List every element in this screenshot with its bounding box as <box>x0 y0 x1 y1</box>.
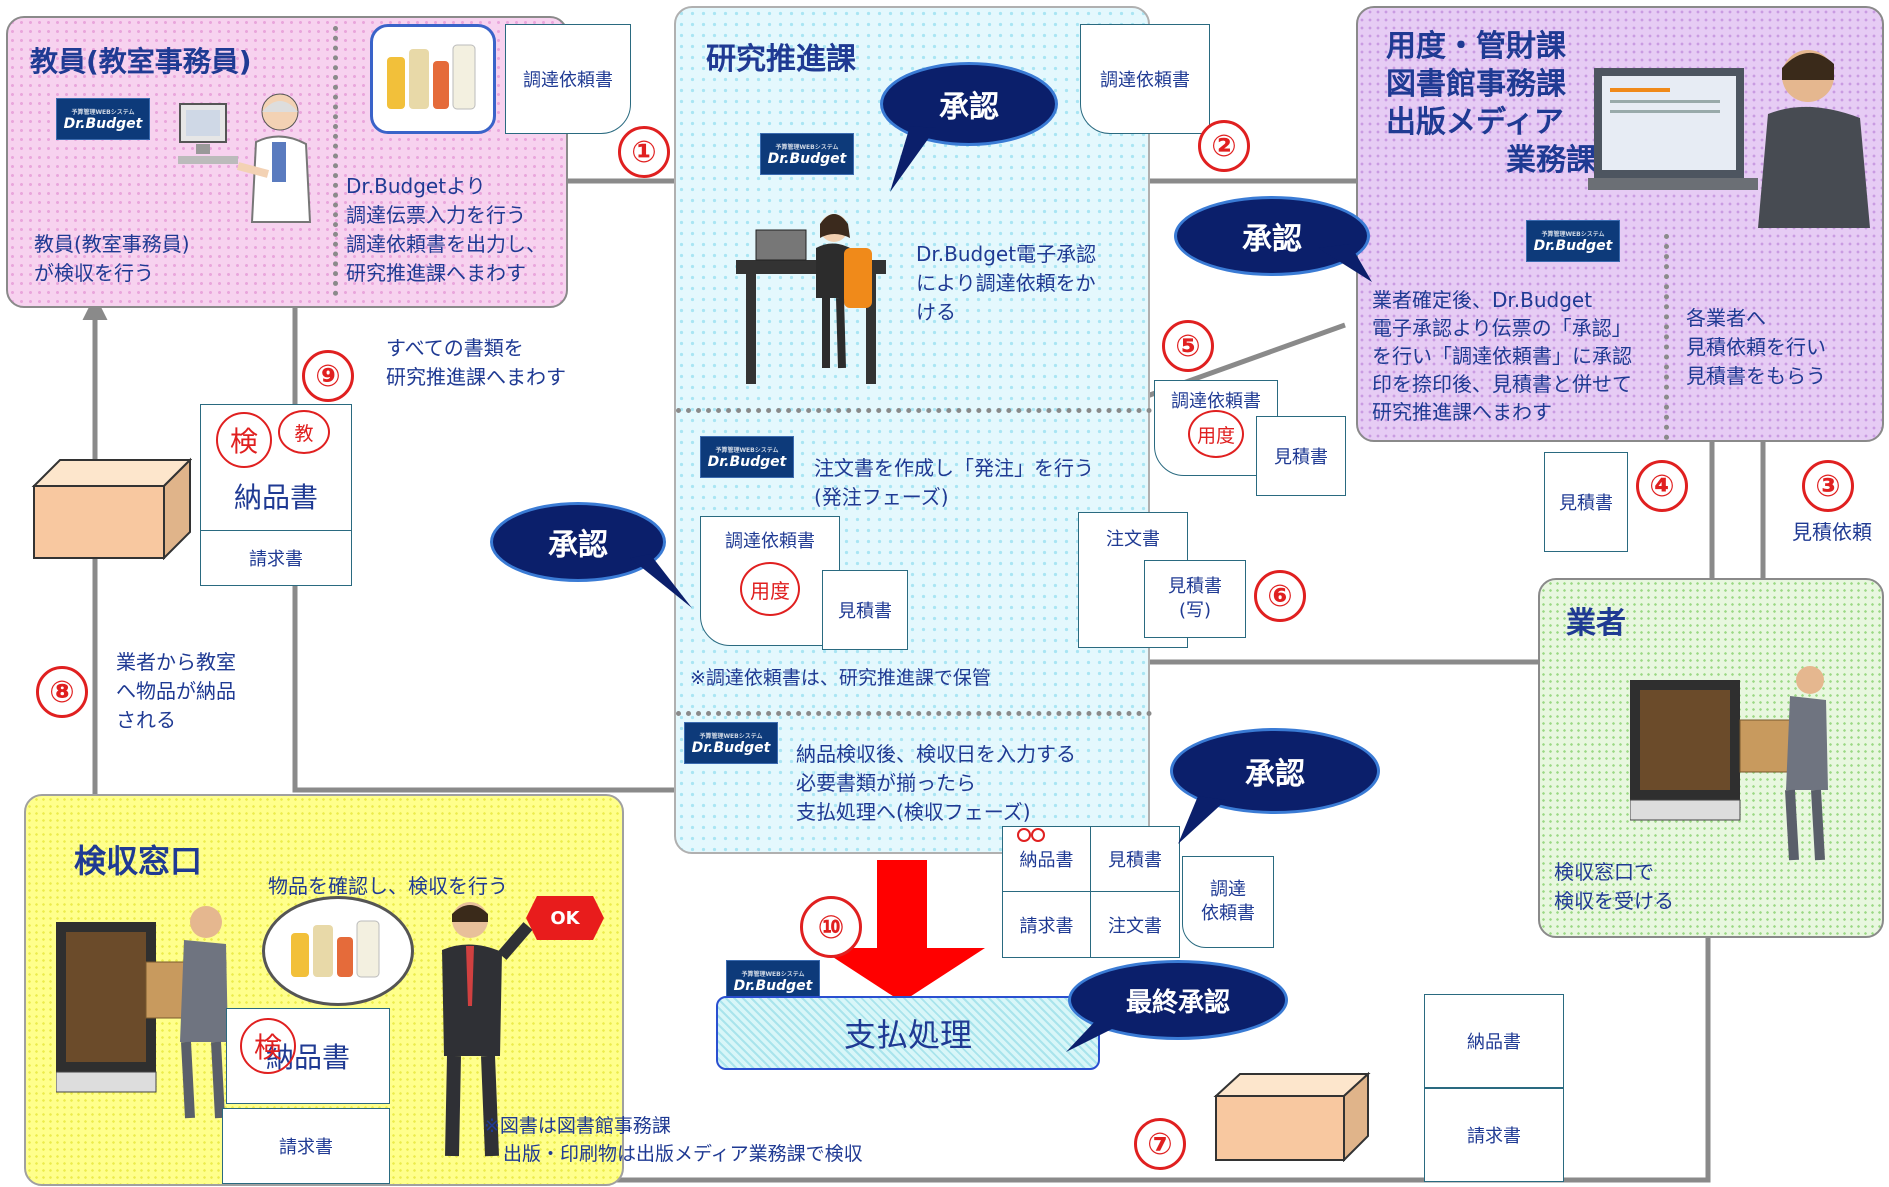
inspection-title: 検収窓口 <box>74 842 203 880</box>
delivery-truck-illustration <box>1630 666 1828 861</box>
split-request-doc: 調達 依頼書 <box>1182 856 1274 948</box>
order-estimate-doc: 見積書 <box>822 570 908 650</box>
small-stamps <box>1016 826 1050 848</box>
vendor-invoice-doc: 請求書 <box>1424 1088 1564 1182</box>
supply-divider <box>1664 234 1669 440</box>
inspection-bottles-icon <box>291 920 380 978</box>
inspection-bottles-bubble <box>262 896 414 1006</box>
step-3: ③ <box>1802 460 1854 512</box>
stamped-request-doc-label: 調達依頼書 <box>1171 391 1261 412</box>
doctor-illustration <box>178 93 312 223</box>
grid-estimate: 見積書 <box>1091 827 1179 892</box>
faculty-title: 教員(教室事務員) <box>30 45 252 78</box>
research-title: 研究推進課 <box>706 42 856 77</box>
bottles-icon <box>387 44 476 110</box>
bubble-tail-supply <box>1318 244 1372 282</box>
all-docs-label: すべての書類を 研究推進課へまわす <box>386 336 566 389</box>
inspection-truck-illustration <box>56 906 228 1119</box>
grid-delivery-note: 納品書 <box>1003 827 1091 892</box>
faculty-divider <box>333 26 338 296</box>
research-request-doc: 調達依頼書 <box>1080 24 1210 134</box>
step-10: ⑩ <box>800 896 862 958</box>
vendor-delivery-doc: 納品書 <box>1424 994 1564 1088</box>
step-6: ⑥ <box>1254 570 1306 622</box>
approval-bubble-supply: 承認 <box>1174 196 1370 276</box>
vendor-receive-text: 検収窓口で 検収を受ける <box>1554 860 1674 913</box>
inspection-invoice-doc: 請求書 <box>222 1108 390 1184</box>
ken-stamp-faculty: 検 <box>216 412 272 468</box>
research-approve-text: Dr.Budget電子承認 により調達依頼をか ける <box>916 242 1097 324</box>
stack-delivery-note: 納品書 <box>201 405 351 531</box>
grid-order: 注文書 <box>1108 915 1162 937</box>
stamped-estimate-doc: 見積書 <box>1256 416 1346 496</box>
laptop-worker-illustration <box>1588 50 1870 228</box>
payment-box: 支払処理 <box>716 996 1100 1070</box>
bubble-tail-order <box>630 554 692 608</box>
bubble-tail-research <box>890 126 936 192</box>
inspection-note: ※図書は図書館事務課 出版・印刷物は出版メディア業務課で検収 <box>484 1115 863 1165</box>
vendor-estimate-doc: 見積書 <box>1544 452 1628 552</box>
step-4: ④ <box>1636 460 1688 512</box>
inspection-panel: 検収窓口 物品を確認し、検収を行う OK 納品書 検 請求書 <box>24 794 624 1186</box>
kyo-stamp-faculty: 教 <box>278 410 330 454</box>
research-divider-1 <box>676 408 1152 413</box>
stack-invoice: 請求書 <box>249 549 303 570</box>
ken-stamp-inspection: 検 <box>240 1018 296 1074</box>
step-7: ⑦ <box>1134 1118 1186 1170</box>
vendor-title: 業者 <box>1566 606 1626 641</box>
vendor-panel: 業者 検収窓口で 検収を受ける <box>1538 578 1884 938</box>
grid-invoice: 請求書 <box>1003 892 1091 957</box>
office-worker-illustration <box>736 214 886 384</box>
order-request-doc-label: 調達依頼書 <box>725 531 815 552</box>
inspection-confirm-text: 物品を確認し、検収を行う <box>268 874 508 898</box>
step-1: ① <box>618 126 670 178</box>
faculty-request-doc: 調達依頼書 <box>505 24 631 134</box>
step-8: ⑧ <box>36 666 88 718</box>
package-box-left <box>31 457 192 560</box>
faculty-flow-text: Dr.Budgetより 調達伝票入力を行う 調達依頼書を出力し、 研究推進課へま… <box>346 174 546 285</box>
package-box-bottom <box>1213 1071 1371 1162</box>
supply-panel: 用度・管財課 図書館事務課 出版メディア 業務課 業者確定後、Dr.Budget… <box>1356 6 1884 442</box>
yodo-stamp-1: 用度 <box>740 562 800 616</box>
delivery-label: 業者から教室 へ物品が納品 される <box>116 650 236 732</box>
yodo-stamp-2: 用度 <box>1188 410 1244 458</box>
research-inspect-text: 納品検収後、検収日を入力する 必要書類が揃ったら 支払処理へ(検収フェーズ) <box>796 742 1076 824</box>
supply-confirm-text: 業者確定後、Dr.Budget 電子承認より伝票の「承認」 を行い「調達依頼書」… <box>1372 288 1632 424</box>
inspector-illustration <box>442 902 533 1157</box>
estimate-copy-doc: 見積書 (写) <box>1144 560 1246 638</box>
payment-doc-grid: 納品書 見積書 請求書 注文書 <box>1002 826 1180 958</box>
faculty-check-text: 教員(教室事務員) が検収を行う <box>34 232 190 285</box>
research-keep-note: ※調達依頼書は、研究推進課で保管 <box>690 667 991 689</box>
red-arrow <box>819 860 985 1002</box>
step-9: ⑨ <box>302 350 354 402</box>
supply-estimate-text: 各業者へ 見積依頼を行い 見積書をもらう <box>1686 306 1826 388</box>
research-order-text: 注文書を作成し「発注」を行う (発注フェーズ) <box>814 456 1094 509</box>
step-2: ② <box>1198 120 1250 172</box>
bottles-bubble <box>370 24 496 134</box>
approval-bubble-order: 承認 <box>490 502 666 582</box>
supply-title: 用度・管財課 図書館事務課 出版メディア 業務課 <box>1386 29 1596 178</box>
estimate-request-label: 見積依頼 <box>1792 520 1872 544</box>
research-divider-2 <box>676 711 1152 716</box>
step-5: ⑤ <box>1162 320 1214 372</box>
bubble-tail-final <box>1066 1016 1114 1052</box>
bubble-tail-inspect <box>1178 796 1226 844</box>
ok-badge: OK <box>526 896 604 940</box>
